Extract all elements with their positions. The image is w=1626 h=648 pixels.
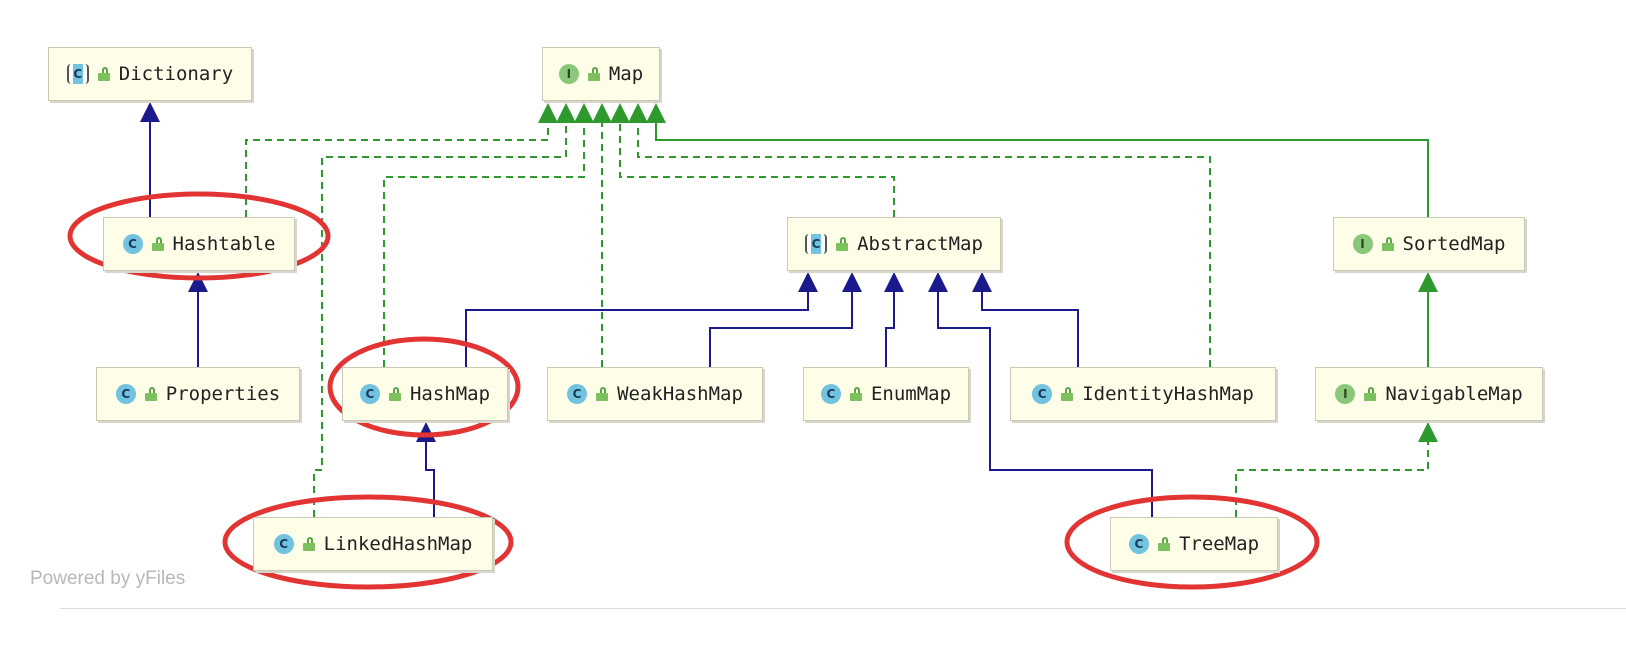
node-enummap[interactable]: C EnumMap <box>803 367 969 421</box>
class-icon: C <box>1032 384 1053 404</box>
public-lock-icon <box>1157 537 1171 551</box>
class-icon: C <box>567 384 588 404</box>
implements-arrowhead-2 <box>574 103 594 123</box>
node-label: IdentityHashMap <box>1082 383 1254 405</box>
arrowhead-sortedmap <box>1418 272 1438 292</box>
public-lock-icon <box>97 67 111 81</box>
node-abstractmap[interactable]: C AbstractMap <box>787 217 1001 271</box>
node-label: NavigableMap <box>1385 383 1523 405</box>
node-sortedmap[interactable]: I SortedMap <box>1333 217 1525 271</box>
node-weakhashmap[interactable]: C WeakHashMap <box>547 367 763 421</box>
node-label: TreeMap <box>1178 533 1260 555</box>
class-icon: C <box>273 534 294 554</box>
divider <box>60 608 1626 609</box>
public-lock-icon <box>1381 237 1395 251</box>
node-identityhashmap[interactable]: C IdentityHashMap <box>1010 367 1276 421</box>
node-label: HashMap <box>409 383 491 405</box>
implements-edge-linkedhashmap-map <box>313 123 567 517</box>
implements-edge-abstractmap-map <box>619 123 895 217</box>
node-label: Hashtable <box>172 233 276 255</box>
class-icon: C <box>115 384 136 404</box>
implements-edge-hashtable-map <box>245 123 549 217</box>
public-lock-icon <box>302 537 316 551</box>
arrowhead-hashmap <box>416 422 436 442</box>
node-label: Map <box>608 63 644 85</box>
node-treemap[interactable]: C TreeMap <box>1110 517 1278 571</box>
implements-arrowhead-1 <box>556 103 576 123</box>
extends-edge-sortedmap-map <box>655 123 1429 217</box>
public-lock-icon <box>1363 387 1377 401</box>
powered-by-text: Powered by yFiles <box>30 568 186 589</box>
implements-arrowhead-4 <box>610 103 630 123</box>
node-label: Dictionary <box>118 63 234 85</box>
implements-edge-treemap-navigablemap <box>1235 442 1429 517</box>
public-lock-icon <box>595 387 609 401</box>
abstract-class-icon: C <box>805 234 828 254</box>
public-lock-icon <box>151 237 165 251</box>
node-label: AbstractMap <box>857 233 983 255</box>
public-lock-icon <box>388 387 402 401</box>
implements-edge-hashmap-map <box>383 123 585 367</box>
node-label: EnumMap <box>870 383 952 405</box>
arrowhead-dictionary <box>140 102 160 122</box>
arrowhead-abstractmap-2 <box>884 272 904 292</box>
interface-icon: I <box>1352 234 1373 254</box>
node-label: SortedMap <box>1402 233 1506 255</box>
class-icon: C <box>359 384 380 404</box>
node-label: Properties <box>165 383 281 405</box>
extends-edge-hashmap-abstractmap <box>465 292 809 367</box>
node-properties[interactable]: C Properties <box>96 367 300 421</box>
node-label: WeakHashMap <box>617 383 743 405</box>
node-label: LinkedHashMap <box>323 533 473 555</box>
node-navigablemap[interactable]: I NavigableMap <box>1315 367 1543 421</box>
arrowhead-hashtable <box>188 272 208 292</box>
arrowhead-abstractmap-4 <box>972 272 992 292</box>
node-linkedhashmap[interactable]: C LinkedHashMap <box>253 517 493 571</box>
arrowhead-abstractmap-3 <box>928 272 948 292</box>
arrowhead-navigablemap <box>1418 422 1438 442</box>
arrowhead-abstractmap-0 <box>798 272 818 292</box>
extends-edge-enummap-abstractmap <box>885 292 895 367</box>
public-lock-icon <box>144 387 158 401</box>
highlight-circle-linkedhashmap <box>222 494 514 590</box>
implements-arrowhead-3 <box>592 103 612 123</box>
interface-icon: I <box>558 64 579 84</box>
implements-edge-identityhashmap-map <box>637 123 1211 367</box>
extends-edge-linkedhashmap-hashmap <box>425 442 435 517</box>
extends-edge-weakhashmap-abstractmap <box>709 292 853 367</box>
highlight-circle-hashtable <box>67 191 331 281</box>
highlight-circle-treemap <box>1064 494 1320 590</box>
implements-arrowhead-0 <box>538 103 558 123</box>
class-icon: C <box>820 384 841 404</box>
abstract-class-icon: C <box>66 64 89 84</box>
node-dictionary[interactable]: C Dictionary <box>48 47 252 101</box>
extends-arrowhead-map <box>646 103 666 123</box>
public-lock-icon <box>835 237 849 251</box>
implements-arrowhead-5 <box>628 103 648 123</box>
node-hashtable[interactable]: C Hashtable <box>103 217 295 271</box>
class-icon: C <box>122 234 143 254</box>
interface-icon: I <box>1335 384 1356 404</box>
arrowhead-abstractmap-1 <box>842 272 862 292</box>
extends-edge-identityhashmap-abstractmap <box>981 292 1079 367</box>
public-lock-icon <box>587 67 601 81</box>
public-lock-icon <box>1060 387 1074 401</box>
node-hashmap[interactable]: C HashMap <box>342 367 508 421</box>
highlight-circle-hashmap <box>327 336 521 438</box>
class-icon: C <box>1128 534 1149 554</box>
extends-edge-treemap-abstractmap <box>937 292 1153 517</box>
node-map[interactable]: I Map <box>542 47 660 101</box>
public-lock-icon <box>849 387 863 401</box>
